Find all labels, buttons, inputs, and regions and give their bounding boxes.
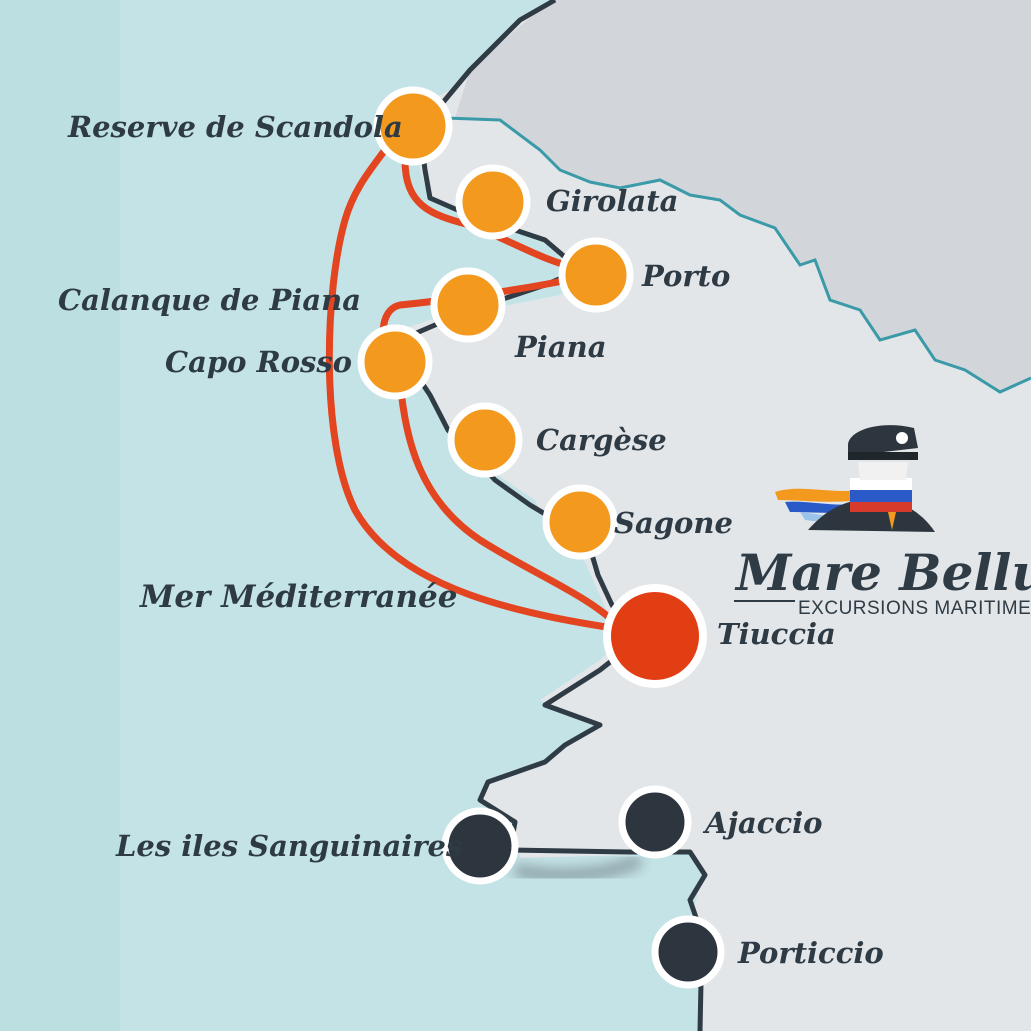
marker-girolata[interactable] xyxy=(455,164,531,240)
label-capo-rosso: Capo Rosso xyxy=(165,345,352,379)
route-outer-scandola xyxy=(325,136,644,636)
place-labels: Reserve de Scandola Girolata Porto Calan… xyxy=(58,110,884,970)
sea-label: Mer Méditerranée xyxy=(139,579,457,615)
ridge-line xyxy=(444,116,1031,394)
stop-markers xyxy=(357,86,725,989)
brand-logo: Mare Bellu EXCURSIONS MARITIMES xyxy=(734,425,1031,619)
marker-sagone[interactable] xyxy=(542,484,618,560)
marker-porto[interactable] xyxy=(558,237,634,313)
marker-scandola[interactable] xyxy=(373,86,453,166)
brand-tagline: EXCURSIONS MARITIMES xyxy=(798,598,1031,619)
route-caporosso-tiuccia xyxy=(396,376,629,636)
label-cargese: Cargèse xyxy=(536,423,667,457)
sea-shade xyxy=(0,0,120,1031)
marker-porticcio[interactable] xyxy=(651,915,725,989)
label-tiuccia: Tiuccia xyxy=(717,617,836,651)
marker-tiuccia[interactable] xyxy=(603,584,707,688)
label-calanque-piana: Calanque de Piana xyxy=(58,283,361,317)
captain-icon xyxy=(775,425,935,532)
route-shadow xyxy=(513,853,644,883)
coastline-south xyxy=(477,638,708,1031)
marker-cargese[interactable] xyxy=(447,402,523,478)
label-porto: Porto xyxy=(641,259,730,293)
brand-name: Mare Bellu xyxy=(734,543,1031,602)
marker-calanque-piana[interactable] xyxy=(430,267,506,343)
marker-ajaccio[interactable] xyxy=(618,785,692,859)
label-scandola: Reserve de Scandola xyxy=(67,110,403,144)
mountains xyxy=(455,0,1031,392)
marker-capo-rosso[interactable] xyxy=(357,324,433,400)
label-piana: Piana xyxy=(514,330,607,364)
label-girolata: Girolata xyxy=(546,184,678,218)
label-ajaccio: Ajaccio xyxy=(702,806,822,840)
label-porticcio: Porticcio xyxy=(737,936,884,970)
marker-sanguinaires[interactable] xyxy=(441,807,519,885)
label-sagone: Sagone xyxy=(614,506,733,540)
label-sanguinaires: Les iles Sanguinaires xyxy=(115,829,462,863)
